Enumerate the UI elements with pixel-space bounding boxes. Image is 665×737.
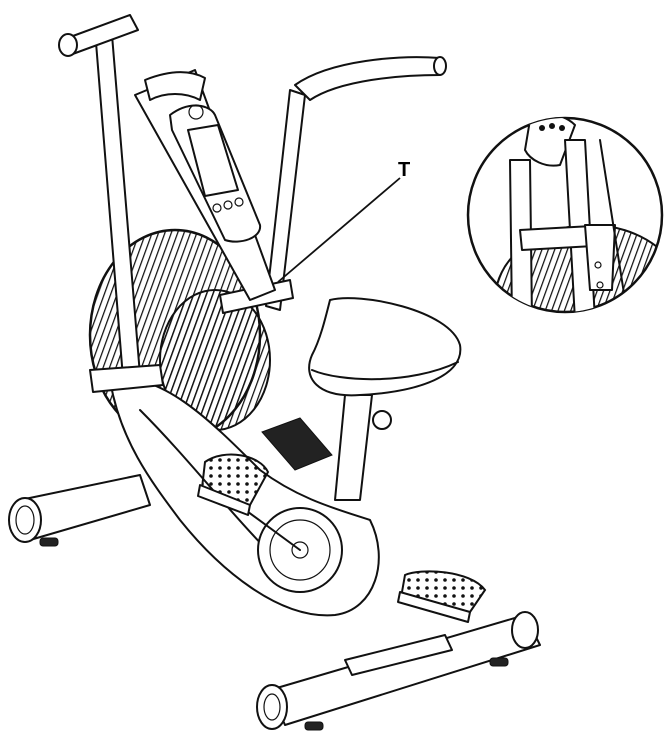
foot-rest	[261, 417, 333, 471]
callout-label: T	[398, 159, 410, 181]
console	[169, 104, 262, 243]
seat-assembly	[308, 297, 462, 501]
right-pedal	[397, 570, 487, 623]
callout-t: T	[277, 159, 410, 283]
rear-stabilizer	[8, 474, 151, 547]
left-pedal	[197, 453, 270, 516]
front-stabilizer	[256, 611, 541, 731]
detail-inset	[466, 116, 664, 314]
left-handle-arm	[58, 14, 164, 393]
